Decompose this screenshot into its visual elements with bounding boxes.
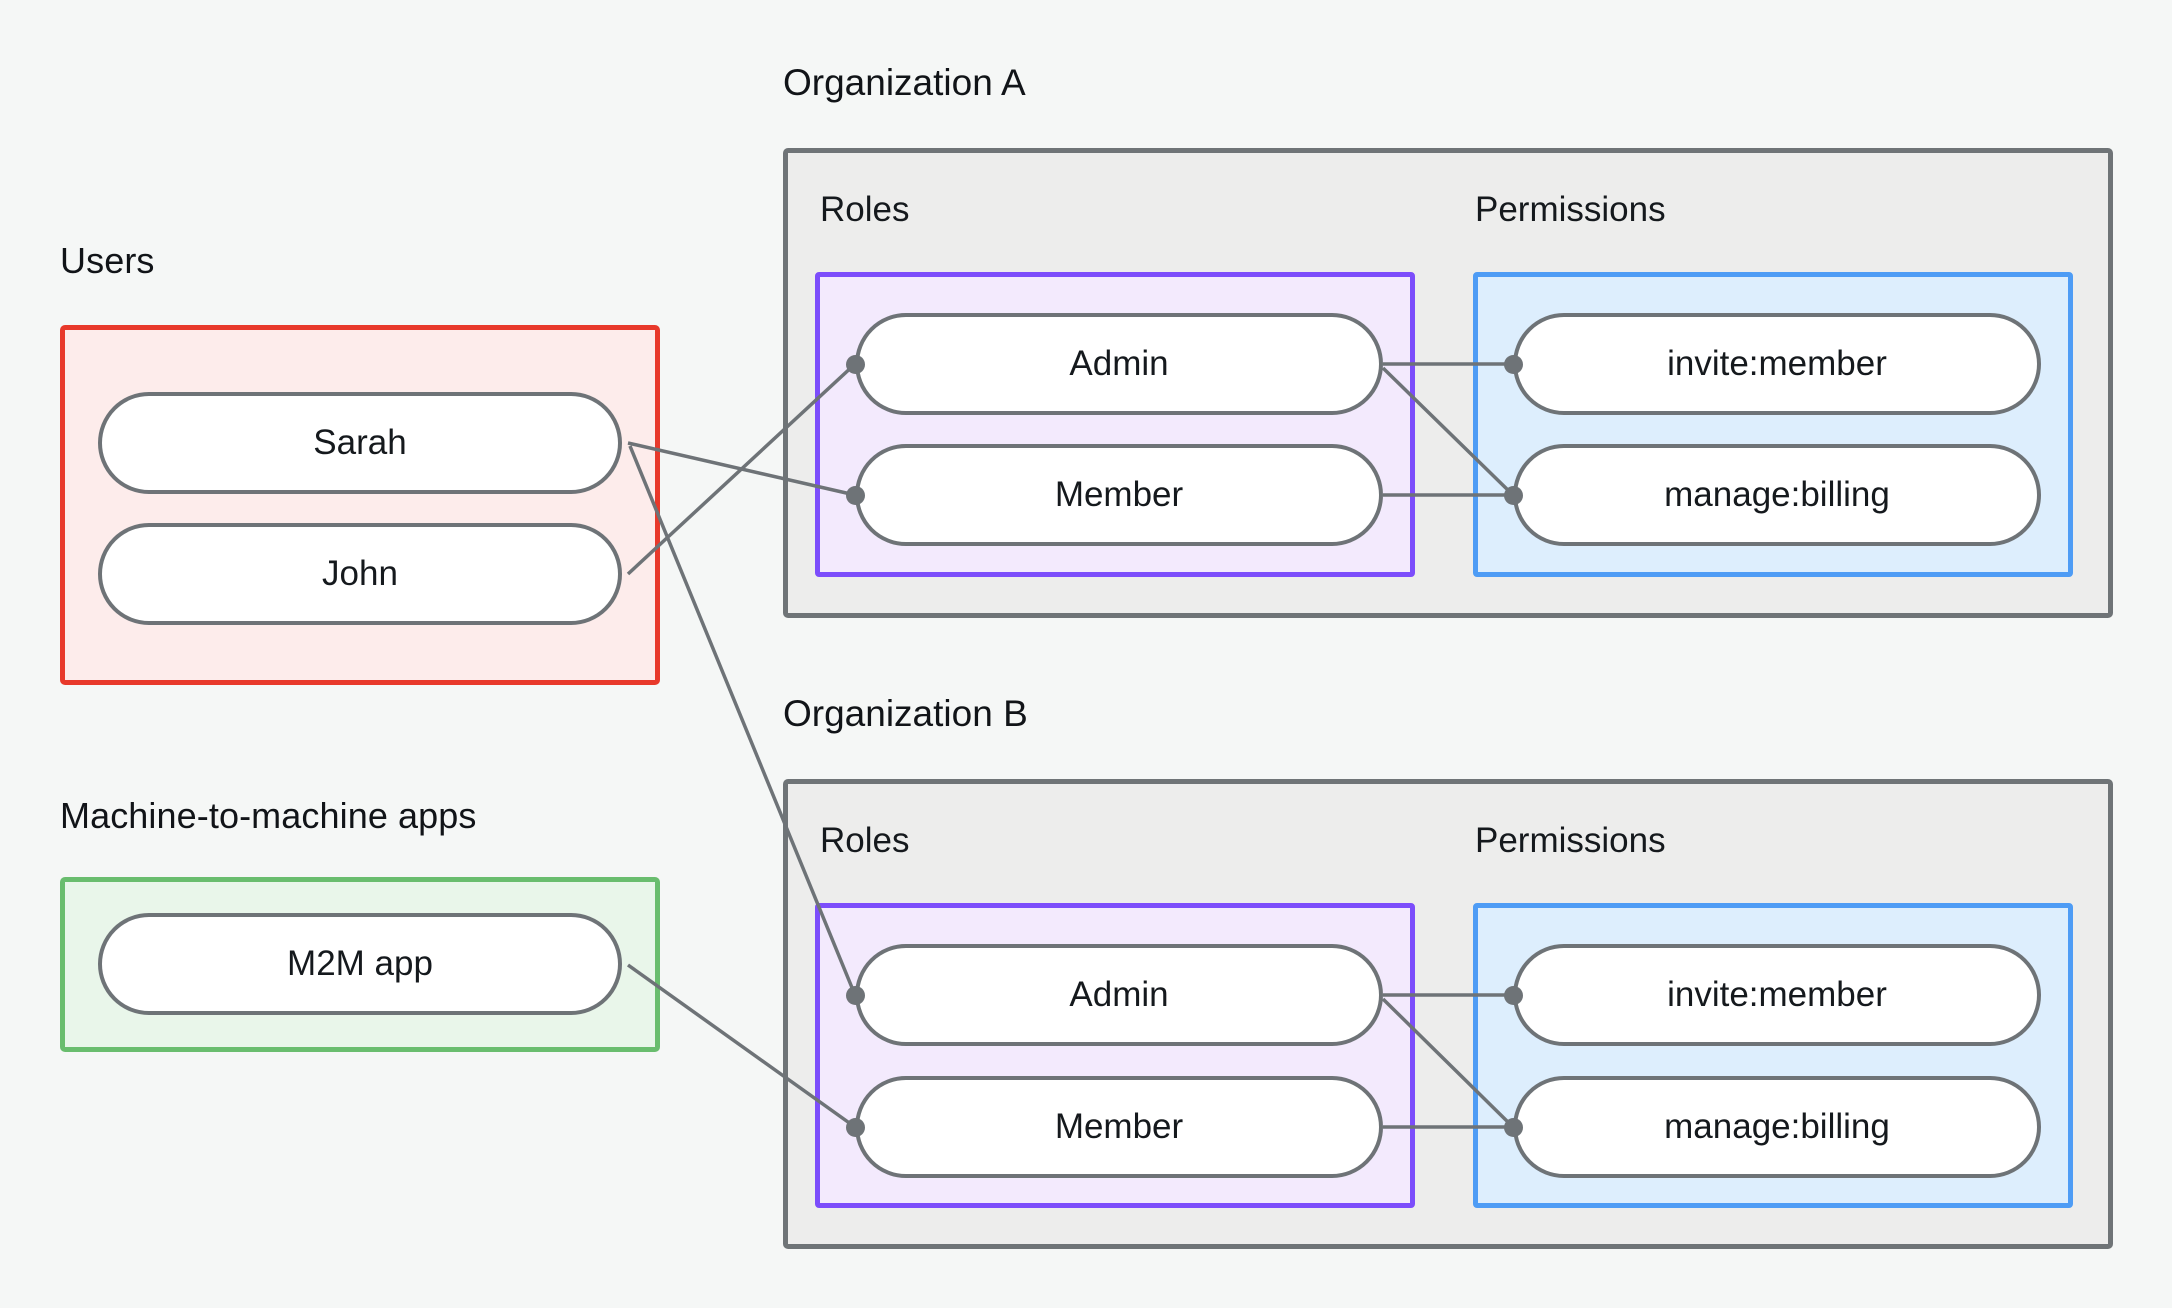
connector-dot-orgB-member-in xyxy=(846,1118,865,1137)
organization-b-permission-invite-member[interactable]: invite:member xyxy=(1513,944,2041,1046)
m2m-node-app-label: M2M app xyxy=(287,944,433,983)
organization-a-permissions-title: Permissions xyxy=(1475,190,1666,229)
users-container xyxy=(60,325,660,685)
connector-dot-orgB-invite-in xyxy=(1504,986,1523,1005)
organization-b-role-admin-label: Admin xyxy=(1069,975,1169,1014)
organization-a-role-admin-label: Admin xyxy=(1069,344,1169,383)
organization-b-role-admin[interactable]: Admin xyxy=(855,944,1383,1046)
connector-dot-orgA-billing-in xyxy=(1504,486,1523,505)
connector-dot-orgA-invite-in xyxy=(1504,355,1523,374)
organization-b-role-member[interactable]: Member xyxy=(855,1076,1383,1178)
connector-dot-orgB-admin-in xyxy=(846,986,865,1005)
connector-dot-orgA-admin-in xyxy=(846,355,865,374)
organization-a-permission-invite-member[interactable]: invite:member xyxy=(1513,313,2041,415)
user-node-john-label: John xyxy=(322,554,398,593)
m2m-group-title: Machine-to-machine apps xyxy=(60,795,477,836)
connector-dot-orgB-billing-in xyxy=(1504,1118,1523,1137)
organization-a-role-admin[interactable]: Admin xyxy=(855,313,1383,415)
organization-b-permissions-title: Permissions xyxy=(1475,821,1666,860)
organization-a-permission-invite-member-label: invite:member xyxy=(1667,344,1887,383)
organization-b-permission-invite-member-label: invite:member xyxy=(1667,975,1887,1014)
organization-a-permission-manage-billing-label: manage:billing xyxy=(1664,475,1890,514)
organization-b-permission-manage-billing-label: manage:billing xyxy=(1664,1107,1890,1146)
organization-a-role-member[interactable]: Member xyxy=(855,444,1383,546)
organization-a-role-member-label: Member xyxy=(1054,475,1184,514)
m2m-node-app[interactable]: M2M app xyxy=(98,913,622,1015)
organization-b-permission-manage-billing[interactable]: manage:billing xyxy=(1513,1076,2041,1178)
user-node-sarah[interactable]: Sarah xyxy=(98,392,622,494)
organization-a-title: Organization A xyxy=(783,62,1026,103)
users-group-title: Users xyxy=(60,240,155,281)
user-node-sarah-label: Sarah xyxy=(313,423,407,462)
organization-b-role-member-label: Member xyxy=(1054,1107,1184,1146)
connector-dot-orgA-member-in xyxy=(846,486,865,505)
organization-b-title: Organization B xyxy=(783,693,1028,734)
organization-b-roles-title: Roles xyxy=(820,821,910,860)
organization-a-permission-manage-billing[interactable]: manage:billing xyxy=(1513,444,2041,546)
organization-a-roles-title: Roles xyxy=(820,190,910,229)
user-node-john[interactable]: John xyxy=(98,523,622,625)
